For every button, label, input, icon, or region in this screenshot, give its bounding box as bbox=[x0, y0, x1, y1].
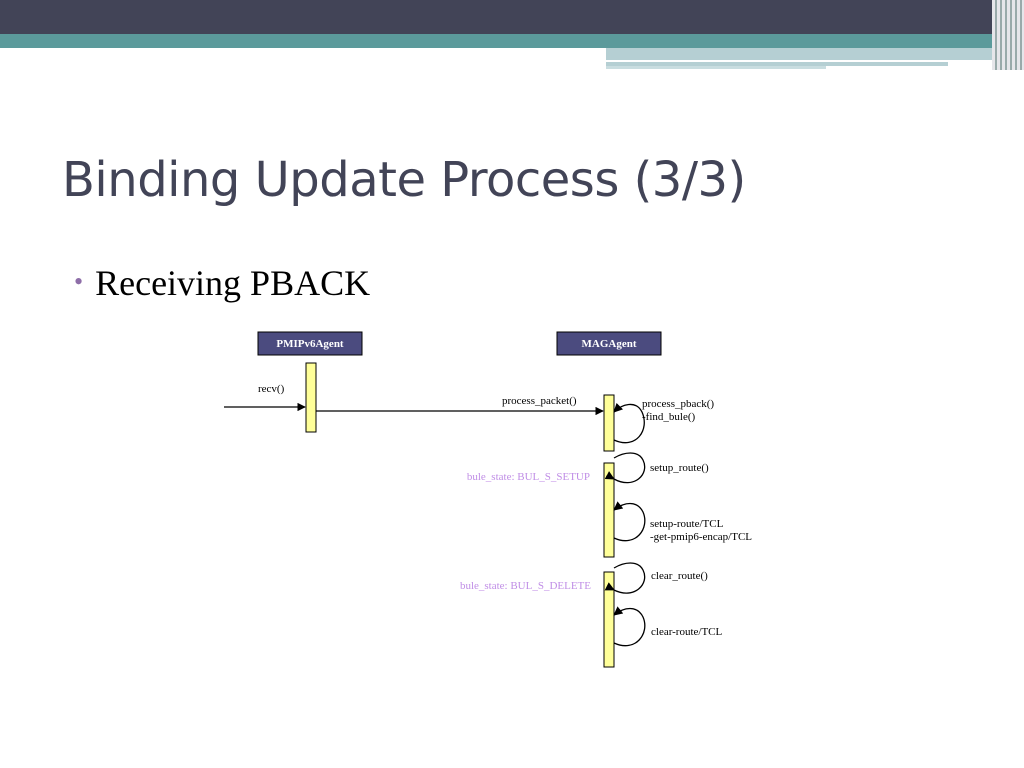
header-light-line-short bbox=[606, 66, 826, 69]
bullet-text: Receiving PBACK bbox=[95, 263, 371, 303]
setup-route-label: setup_route() bbox=[650, 462, 709, 474]
clear-route-tcl-label: clear-route/TCL bbox=[651, 626, 723, 638]
clear-route-label: clear_route() bbox=[651, 570, 708, 582]
process-packet-label: process_packet() bbox=[502, 395, 577, 407]
actor-magagent-label: MAGAgent bbox=[582, 338, 637, 350]
bullet-dot-icon: • bbox=[74, 267, 84, 296]
actor-magagent: MAGAgent bbox=[556, 331, 662, 356]
state-delete-label: bule_state: BUL_S_DELETE bbox=[460, 580, 591, 592]
actor-pmipv6agent: PMIPv6Agent bbox=[257, 331, 363, 356]
slide-title: Binding Update Process (3/3) bbox=[62, 152, 746, 208]
bullet-item: • Receiving PBACK bbox=[74, 262, 370, 304]
self-call-setup-route-tcl bbox=[613, 501, 646, 542]
process-pback-label: process_pback() bbox=[642, 398, 714, 410]
activation-bar-mag-3 bbox=[603, 571, 615, 668]
activation-bar-mag-1 bbox=[603, 394, 615, 452]
header-light-line bbox=[606, 62, 948, 66]
recv-label: recv() bbox=[258, 383, 285, 395]
activation-bar-pmipv6agent bbox=[305, 362, 317, 433]
self-call-setup-route bbox=[604, 452, 646, 484]
get-pmip6-encap-label: -get-pmip6-encap/TCL bbox=[650, 531, 752, 543]
state-setup-label: bule_state: BUL_S_SETUP bbox=[467, 471, 590, 483]
activation-bar-mag-2 bbox=[603, 462, 615, 558]
header-light-band bbox=[606, 48, 1024, 60]
actor-pmipv6agent-label: PMIPv6Agent bbox=[276, 338, 344, 350]
header-stripes bbox=[992, 0, 1024, 70]
header-dark-band bbox=[0, 0, 1024, 34]
self-call-clear-route-tcl bbox=[613, 606, 646, 647]
self-call-process-pback bbox=[613, 402, 645, 444]
header-teal-band bbox=[0, 34, 1024, 48]
setup-route-tcl-label: setup-route/TCL bbox=[650, 518, 724, 530]
self-call-clear-route bbox=[604, 562, 646, 594]
find-bule-label: -find_bule() bbox=[642, 411, 695, 423]
